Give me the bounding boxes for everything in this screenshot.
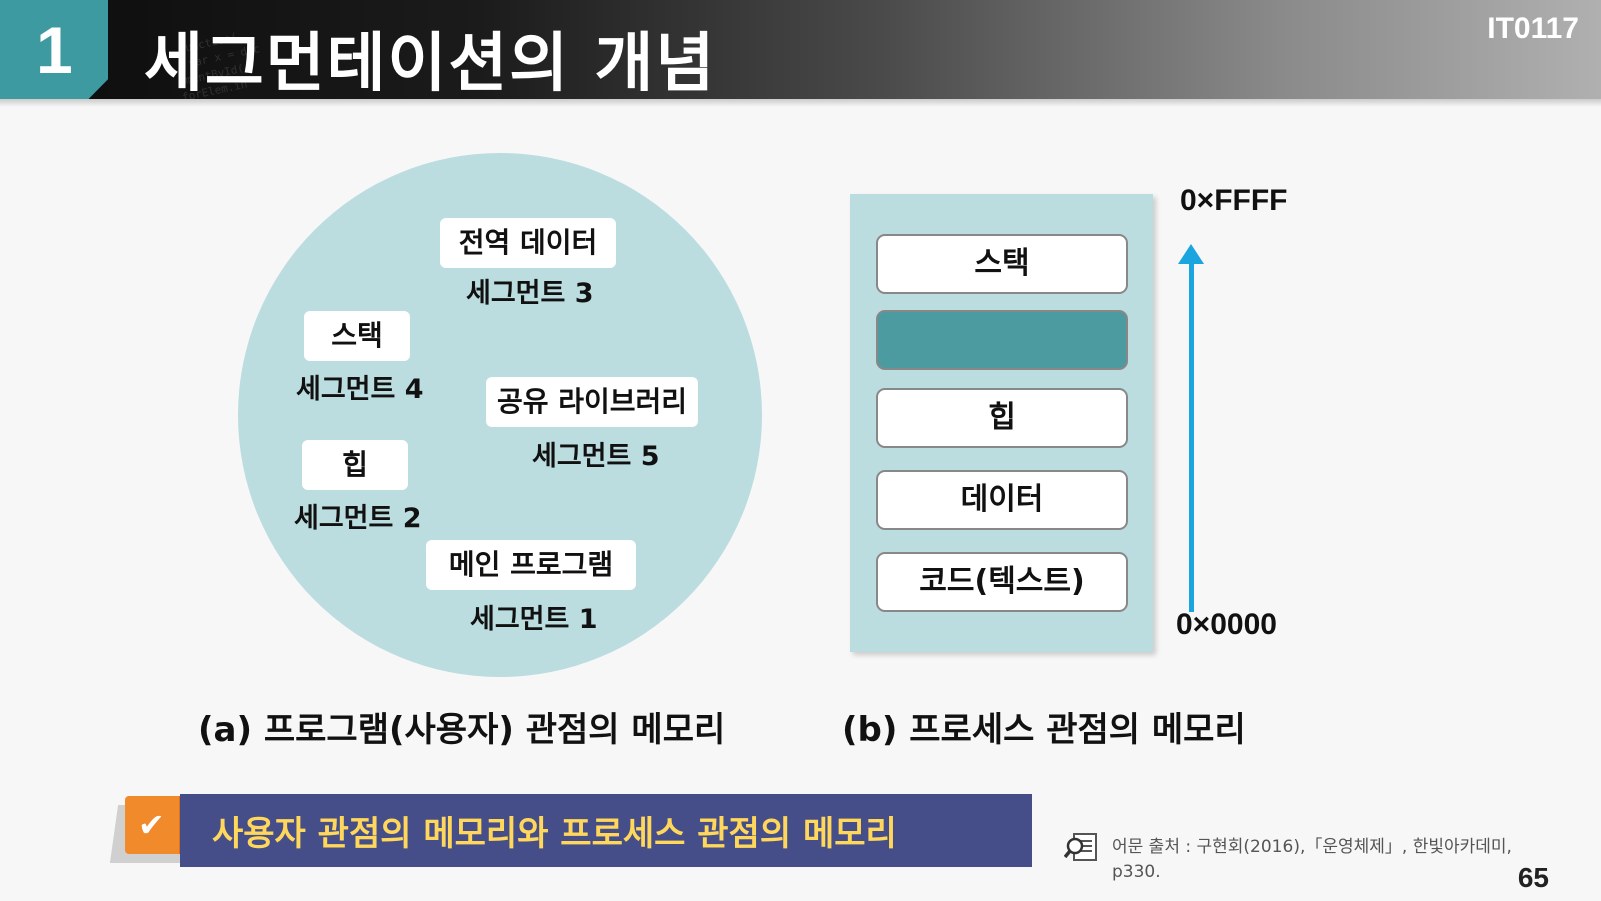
- segment-name-5: 세그먼트 5: [532, 441, 660, 472]
- source-line-1: 어문 출처 : 구현회(2016),「운영체제」, 한빛아카데미,: [1112, 837, 1512, 857]
- slide-header: function( var x = doc mentById( forElem.…: [0, 0, 1601, 99]
- segment-label-global-data: 전역 데이터: [440, 218, 616, 268]
- banner-tab: [125, 796, 185, 854]
- page-number: 65: [1517, 862, 1549, 893]
- address-high: 0×FFFF: [1180, 184, 1288, 217]
- summary-banner-text: 사용자 관점의 메모리와 프로세스 관점의 메모리: [212, 814, 897, 854]
- summary-banner: [180, 794, 1032, 867]
- source-citation: 어문 출처 : 구현회(2016),「운영체제」, 한빛아카데미, p330.: [1112, 835, 1542, 885]
- header-shadow: [0, 99, 1601, 107]
- segment-label-shared-library: 공유 라이브러리: [486, 377, 698, 427]
- process-box-data: 데이터: [876, 470, 1128, 530]
- program-view-caption: (a) 프로그램(사용자) 관점의 메모리: [198, 710, 726, 750]
- address-low: 0×0000: [1176, 608, 1277, 641]
- course-code: IT0117: [1487, 12, 1579, 45]
- segment-name-2: 세그먼트 2: [294, 503, 422, 534]
- address-arrow: [1189, 262, 1194, 612]
- segment-name-3: 세그먼트 3: [466, 278, 594, 309]
- slide-title: 세그먼테이션의 개념: [144, 27, 717, 99]
- process-box-heap: 힙: [876, 388, 1128, 448]
- process-box-free: [876, 310, 1128, 370]
- segment-label-stack: 스택: [304, 311, 410, 361]
- section-number: 1: [36, 13, 73, 87]
- process-view-caption: (b) 프로세스 관점의 메모리: [842, 710, 1246, 750]
- section-number-box: 1: [0, 0, 108, 99]
- magnifier-document-icon: [1064, 833, 1097, 861]
- process-box-stack: 스택: [876, 234, 1128, 294]
- segment-label-main-program: 메인 프로그램: [426, 540, 636, 590]
- address-arrow-head: [1178, 244, 1204, 264]
- process-box-code: 코드(텍스트): [876, 552, 1128, 612]
- segment-name-1: 세그먼트 1: [470, 604, 598, 635]
- segment-name-4: 세그먼트 4: [296, 374, 424, 405]
- source-line-2: p330.: [1112, 862, 1161, 882]
- check-icon: ✔: [138, 806, 165, 844]
- segment-label-heap: 힙: [302, 440, 408, 490]
